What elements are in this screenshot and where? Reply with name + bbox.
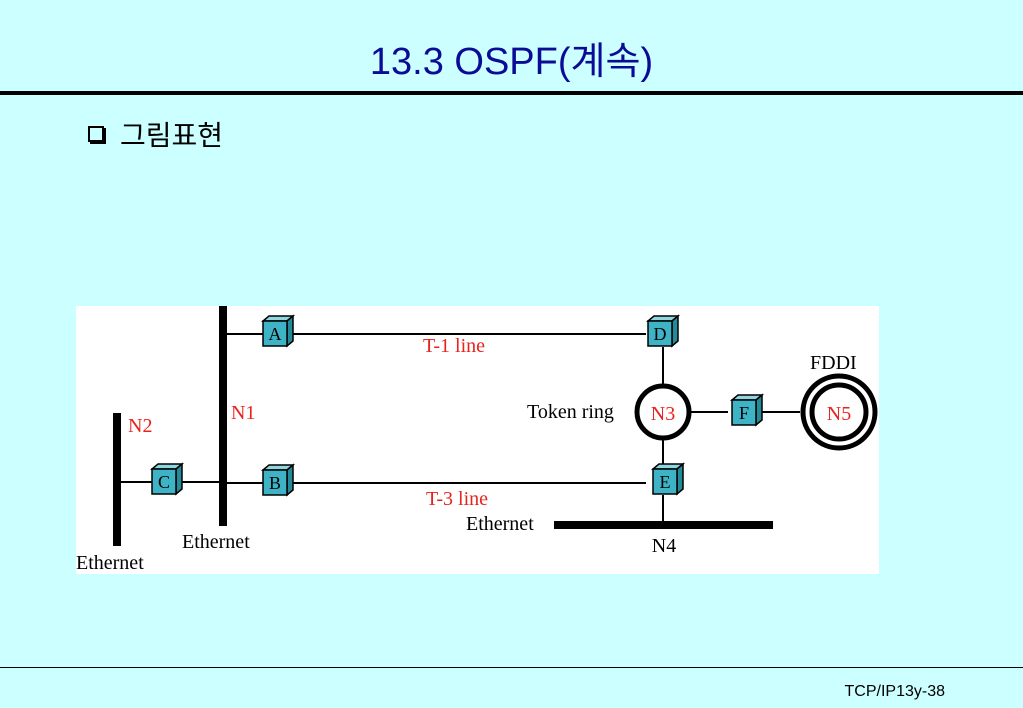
network-n2-label: N2: [128, 415, 152, 437]
network-n4-label: N4: [652, 535, 676, 557]
ethernet-n1-label: Ethernet: [182, 531, 250, 553]
ospf-network-diagram: A B C D E F N1 N2 N3 N5 T-1 line T-3 lin…: [76, 306, 879, 574]
footer-divider: [0, 667, 1023, 668]
token-ring-label: Token ring: [527, 401, 614, 423]
router-c: C: [151, 463, 183, 495]
network-n5-label: N5: [827, 403, 851, 425]
diagram-background: [76, 306, 879, 574]
bullet-text: 그림표현: [120, 119, 224, 152]
router-d-label: D: [654, 324, 667, 344]
router-d: D: [647, 315, 679, 347]
slide-title: 13.3 OSPF(계속): [369, 41, 654, 83]
network-n1-label: N1: [231, 402, 255, 424]
t1-line-label: T-1 line: [423, 335, 485, 357]
fddi-inner-ring: [809, 382, 869, 442]
square-bullet-icon: [88, 126, 104, 142]
router-b: B: [262, 464, 294, 496]
bullet-item: 그림표현: [88, 114, 223, 154]
network-n3-label: N3: [651, 403, 675, 425]
footer-slide-id: TCP/IP13y-38: [844, 683, 945, 700]
router-f: F: [731, 394, 763, 426]
router-c-label: C: [158, 472, 170, 492]
router-a-label: A: [269, 324, 282, 344]
router-e-label: E: [660, 472, 671, 492]
token-ring-n3-ring: [634, 383, 692, 441]
t3-line-label: T-3 line: [426, 488, 488, 510]
ethernet-n4-label: Ethernet: [466, 513, 534, 535]
ethernet-n2-label: Ethernet: [76, 552, 144, 574]
router-e: E: [652, 463, 684, 495]
fddi-label: FDDI: [810, 352, 857, 374]
router-f-label: F: [739, 403, 749, 423]
router-a: A: [262, 315, 294, 347]
title-divider: [0, 91, 1023, 95]
router-b-label: B: [269, 473, 281, 493]
